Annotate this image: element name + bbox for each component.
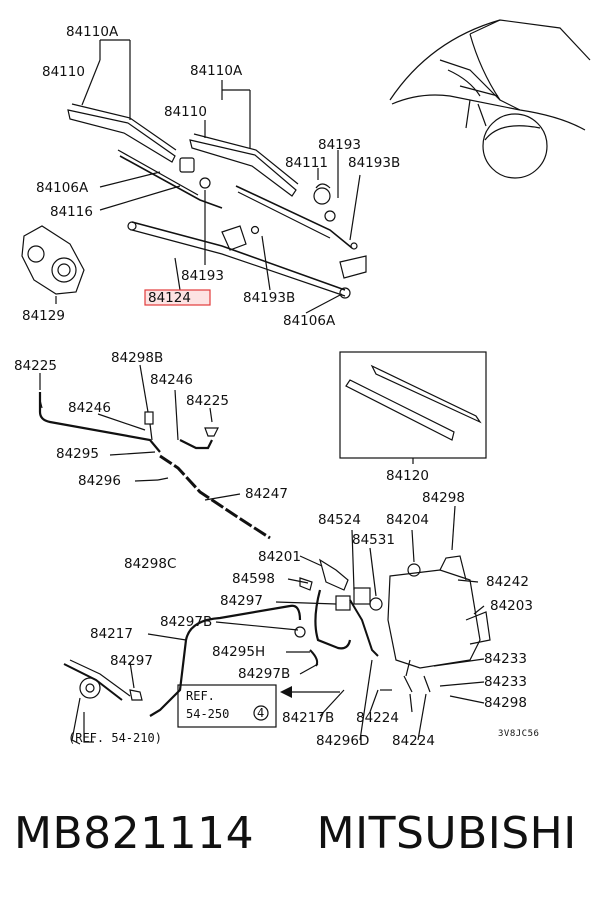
brand-name: MITSUBISHI [316,808,577,859]
label-84296D: 84296D [316,733,369,749]
label-84225-left: 84225 [14,358,57,374]
label-84247: 84247 [245,486,288,502]
label-84524: 84524 [318,512,361,528]
label-84295H: 84295H [212,644,265,660]
footer-caption: MB821114 MITSUBISHI [14,808,594,868]
label-84296: 84296 [78,473,121,489]
label-84129: 84129 [22,308,65,324]
label-84224-b: 84224 [392,733,435,749]
label-84297-left: 84297 [110,653,153,669]
label-84225-right: 84225 [186,393,229,409]
label-84246-left: 84246 [68,400,111,416]
label-84298C: 84298C [124,556,176,572]
drawing-code: 3V8JC56 [498,729,539,739]
label-84124-highlighted: 84124 [148,290,191,306]
label-84193B-top: 84193B [348,155,400,171]
label-84120: 84120 [386,468,429,484]
label-84193-top: 84193 [318,137,361,153]
label-84111: 84111 [285,155,328,171]
label-84201: 84201 [258,549,301,565]
label-84203: 84203 [490,598,533,614]
label-84295: 84295 [56,446,99,462]
label-84242: 84242 [486,574,529,590]
ref-box-line1: REF. [186,689,215,703]
label-84106A-left: 84106A [36,180,89,196]
label-84193-mid: 84193 [181,268,224,284]
label-84110A-right: 84110A [190,63,243,79]
parts-diagram: 84110A 84110 84110A 84110 84193 84111 84… [14,19,591,749]
part-number: MB821114 [14,808,255,859]
label-84298B: 84298B [111,350,163,366]
highlight-box [144,289,211,306]
ref-box-line2: 54-250 [186,707,229,721]
label-84246-top: 84246 [150,372,193,388]
label-84110-right: 84110 [164,104,207,120]
label-84298-top: 84298 [422,490,465,506]
label-84297B-top: 84297B [160,614,212,630]
label-84297B-bot: 84297B [238,666,290,682]
label-84224-a: 84224 [356,710,399,726]
ref-bottom: (REF. 54-210) [68,731,162,745]
label-84106A-right: 84106A [283,313,336,329]
label-84217B: 84217B [282,710,334,726]
label-84297-top: 84297 [220,593,263,609]
label-84598: 84598 [232,571,275,587]
label-84204: 84204 [386,512,429,528]
label-84116: 84116 [50,204,93,220]
label-84110-left: 84110 [42,64,85,80]
label-84193B-mid: 84193B [243,290,295,306]
label-84110A-top: 84110A [66,24,119,40]
label-84217: 84217 [90,626,133,642]
label-84233-b: 84233 [484,674,527,690]
label-84531: 84531 [352,532,395,548]
ref-box-circle-number: 4 [257,706,264,720]
label-84233-a: 84233 [484,651,527,667]
label-84298-bot: 84298 [484,695,527,711]
